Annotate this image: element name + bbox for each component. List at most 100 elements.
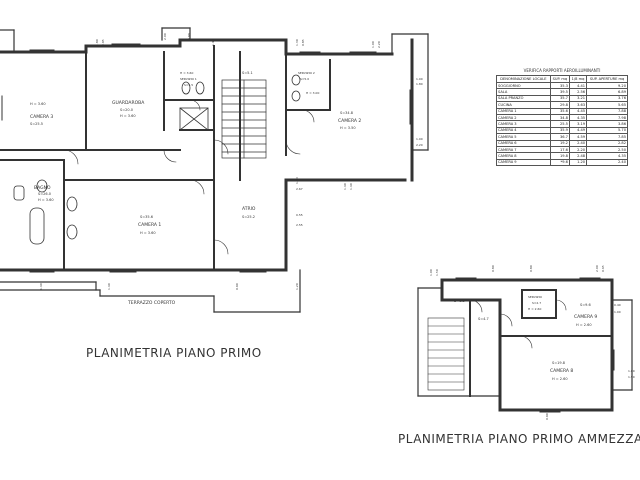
camera3-area: S=25.5: [30, 122, 43, 126]
shower-box: [179, 107, 209, 131]
table-cell: 3.21: [568, 94, 588, 103]
camera2-name: CAMERA 2: [338, 118, 361, 124]
camera8-height: H = 2.60: [552, 377, 568, 381]
terrazzo-name: TERRAZZO COPERTO: [127, 300, 176, 306]
table-header-row: DENOMINAZIONE LOCALE SUP. mq 1/8 mq SUP.…: [496, 75, 628, 83]
table-cell: 34.8: [549, 113, 570, 122]
camera3-height: H = 3.60: [30, 102, 46, 106]
dim-label: 1.00: [416, 77, 423, 81]
col-header: 1/8 mq: [568, 75, 588, 83]
bagno-height: H = 3.60: [38, 198, 54, 202]
table-cell: 4.35: [568, 113, 588, 122]
table-cell: 39.5: [549, 88, 570, 96]
main-exterior-walls: [0, 38, 414, 272]
table-cell: 35.3: [549, 81, 570, 90]
col-header: SUP. APERTURE mq: [586, 75, 628, 83]
dim-label: 0.55: [296, 213, 303, 217]
dim-label: 1.80: [95, 39, 99, 46]
dim-label: 1.50: [628, 375, 635, 379]
dim-label: 0.40: [614, 303, 621, 307]
main-staircase: [221, 79, 267, 159]
terrace-outline: [0, 269, 301, 313]
camera1-height: H = 3.60: [140, 231, 156, 235]
dim-label: 1.50: [435, 269, 439, 276]
bathroom-fixtures: [13, 74, 301, 245]
table-cell: 5.65: [586, 101, 628, 109]
windows-mezz: [455, 277, 615, 413]
main-interior-walls: [0, 45, 331, 271]
dim-label: 2.67: [296, 187, 303, 191]
dim-label: 1.40: [349, 183, 353, 190]
dim-label: 1.00: [628, 369, 635, 373]
dim-label: 0.80: [529, 265, 533, 272]
servizio2-area: S=5.0: [300, 77, 309, 81]
servizio3-name: SERVIZIO: [528, 295, 543, 299]
col-header: SUP. mq: [549, 75, 570, 83]
dim-label: 1.00: [371, 41, 375, 48]
verification-table: VERIFICA RAPPORTI AEROILLUMINANTI DENOMI…: [496, 68, 628, 167]
dim-label: 1.00: [416, 137, 423, 141]
dim-label: 1.00: [614, 310, 621, 314]
camera8-area: S=19.8: [552, 361, 565, 365]
table-cell: 9.20: [586, 81, 628, 90]
table-cell: 2.56: [568, 88, 588, 96]
table-cell: 29.8: [549, 101, 570, 109]
windows-main: [1, 43, 411, 273]
atrio-name: ATRIO: [242, 206, 256, 212]
dim-label: 1.40: [343, 183, 347, 190]
disimpegno-area: S=4.7: [478, 317, 489, 321]
camera2-height: H = 3.50: [340, 126, 356, 130]
servizio3-area: S=2.7: [532, 301, 541, 305]
table-grid: DENOMINAZIONE LOCALE SUP. mq 1/8 mq SUP.…: [496, 75, 628, 167]
guardaroba-name: GUARDAROBA: [112, 100, 145, 106]
table-cell: 7.88: [586, 107, 628, 115]
dim-label: 0.90: [545, 413, 549, 420]
camera1-area: S=35.6: [140, 215, 153, 219]
table-cell: 3.76: [586, 94, 628, 103]
guardaroba-area: S=20.0: [120, 108, 133, 112]
table-cell: 6.89: [586, 88, 628, 96]
camera3-name: CAMERA 3: [30, 114, 53, 120]
servizio2-height: H = 3.00: [306, 91, 319, 95]
camera9-area: S=9.6: [580, 303, 591, 307]
scale2-area: S=6.2: [454, 299, 465, 303]
dim-label: 1.30: [295, 39, 299, 46]
table-cell: 3.19: [568, 120, 588, 128]
mezz-interior-walls: [469, 289, 613, 397]
dim-label: 0.85: [301, 39, 305, 46]
table-cell: 1.20: [568, 158, 588, 167]
table-cell: 25.5: [549, 120, 570, 128]
mezz-staircase: [427, 317, 465, 391]
dim-label: 1.40: [39, 283, 43, 290]
servizio1-area: S=5.5: [184, 83, 193, 87]
table-cell: 2.40: [586, 158, 628, 167]
table-cell: *9.6: [549, 158, 570, 167]
camera2-area: S=34.8: [340, 111, 353, 115]
table-cell: 7.98: [586, 113, 628, 122]
title-piano-ammezzato: PLANIMETRIA PIANO PRIMO AMMEZZATO: [398, 432, 640, 446]
camera8-name: CAMERA 8: [550, 368, 573, 374]
dim-label: 2.00: [163, 33, 167, 40]
dim-label: 1.20: [295, 283, 299, 290]
bagno-name: BAGNO: [34, 185, 51, 191]
balcony-top-left: [0, 27, 191, 53]
table-cell: 4.41: [568, 81, 588, 90]
bagno-area: S=26.0: [38, 192, 51, 196]
dim-label: 2.20: [377, 41, 381, 48]
dim-label: 0.65: [601, 265, 605, 272]
atrio-area: S=25.2: [242, 215, 255, 219]
camera9-name: CAMERA 9: [574, 314, 597, 320]
servizio2-name: SERVIZIO 2: [298, 71, 315, 75]
dim-label: 1.00: [295, 177, 299, 184]
table-title: VERIFICA RAPPORTI AEROILLUMINANTI: [523, 68, 601, 73]
camera9-height: H = 2.60: [576, 323, 592, 327]
dim-label: 0.90: [187, 33, 191, 40]
